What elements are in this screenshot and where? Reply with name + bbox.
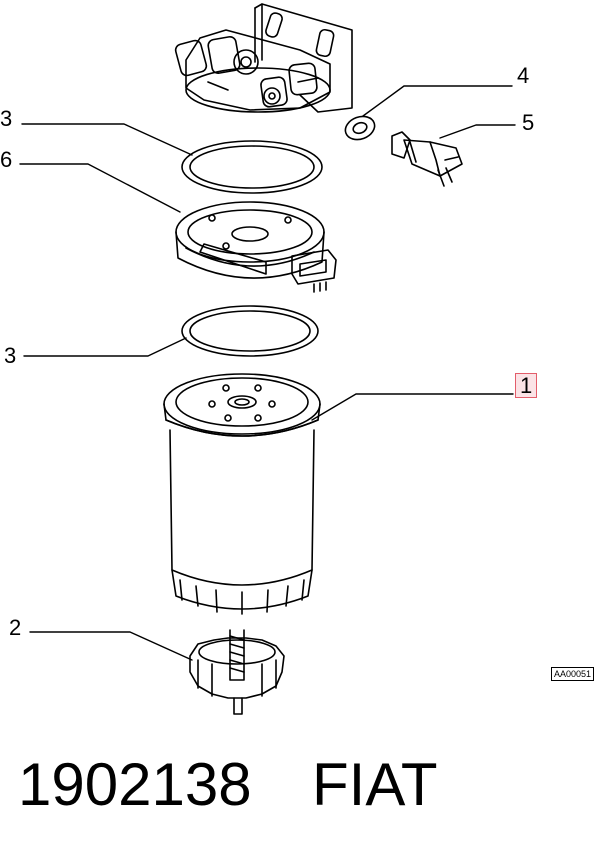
leader-lines [19,85,516,661]
callout-3-top: 3 [0,106,13,131]
washer [344,115,376,141]
reference-code: AA00051 [551,667,595,681]
leader-3-bottom [23,337,187,357]
callout-5: 5 [522,110,535,135]
leader-5 [439,124,516,139]
filter-head [174,3,353,113]
sensor [391,131,463,187]
brand-name: FIAT [312,751,438,818]
leader-1 [311,393,514,421]
leader-3-top [21,123,193,156]
fuel-filter-cartridge [163,373,321,615]
callout-3-bottom: 3 [4,343,17,368]
o-ring-bottom [181,305,319,357]
leader-6 [19,163,181,213]
o-ring-top [181,140,323,194]
callout-2: 2 [9,615,22,640]
callout-4: 4 [517,63,530,88]
drain-plug [189,629,285,715]
leader-2 [29,631,193,661]
callout-6: 6 [0,147,13,172]
callout-1[interactable]: 1 [515,373,538,398]
leader-4 [362,85,513,117]
heater-housing [175,201,337,293]
part-number: 1902138 [18,751,252,818]
